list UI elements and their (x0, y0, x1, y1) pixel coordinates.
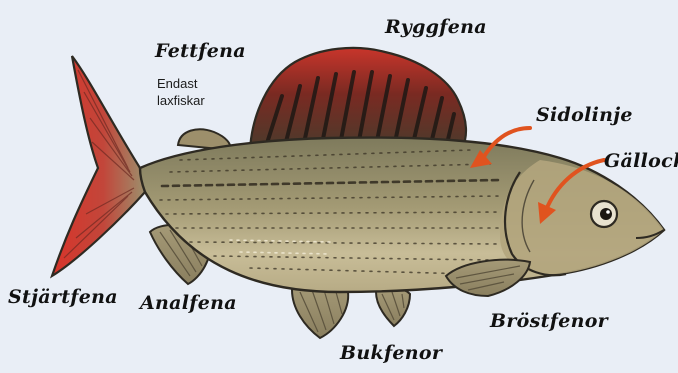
label-bukfenor: Bukfenor (340, 342, 442, 364)
tail-fin (52, 56, 145, 276)
gill-cover (500, 160, 664, 275)
dorsal-fin (250, 48, 466, 150)
label-fettfena-note-line1: Endast (157, 75, 197, 92)
label-stjartfena: Stjärtfena (8, 286, 118, 308)
label-sidolinje: Sidolinje (536, 104, 633, 126)
label-fettfena-note-line2: laxfiskar (157, 92, 205, 109)
label-brostfenor: Bröstfenor (490, 310, 608, 332)
label-analfena: Analfena (140, 292, 237, 314)
label-ryggfena: Ryggfena (385, 16, 487, 38)
label-fettfena: Fettfena (155, 40, 246, 62)
eye-icon (591, 201, 617, 227)
label-gallock: Gällock (604, 150, 678, 172)
